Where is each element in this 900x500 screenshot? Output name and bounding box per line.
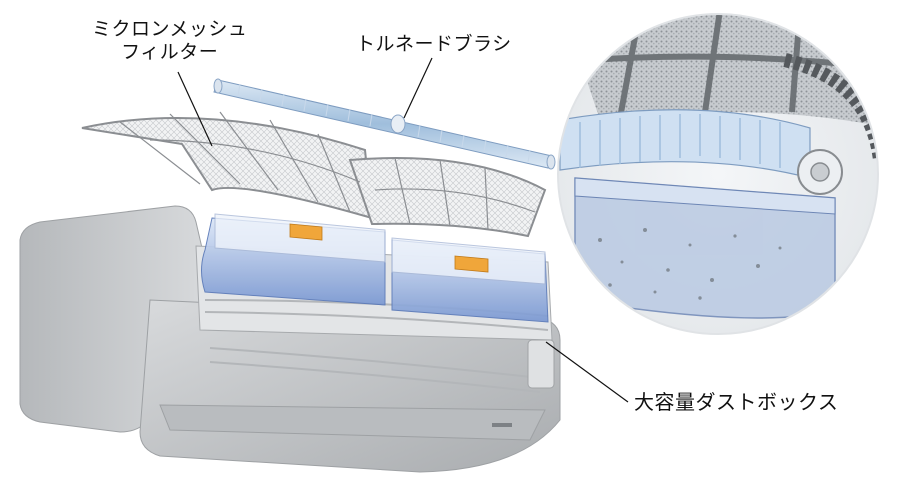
dust-box-assembly xyxy=(201,213,549,323)
dust-box-tab-right xyxy=(454,255,489,273)
dust-box-tab-left xyxy=(289,223,323,241)
label-micron-mesh-filter: ミクロンメッシュ フィルター xyxy=(92,18,247,64)
label-filter-line1: ミクロンメッシュ xyxy=(92,18,248,40)
filter-panel-right xyxy=(348,157,547,238)
label-dust-box: 大容量ダストボックス xyxy=(634,390,839,414)
zoom-brush-bristles xyxy=(579,114,781,168)
brand-mark xyxy=(492,423,512,427)
brush-end-cap-left xyxy=(213,78,223,94)
tornado-brush xyxy=(213,78,556,170)
brush-bristles xyxy=(237,83,531,163)
zoom-dusty-filter xyxy=(560,14,878,130)
leader-dust-box xyxy=(545,341,629,403)
brush-end-cap-right xyxy=(546,154,556,170)
unit-right-detail xyxy=(527,339,555,389)
unit-air-outlet xyxy=(159,404,546,441)
leader-filter xyxy=(177,71,213,147)
brush-center-joint xyxy=(390,114,406,134)
label-tornado-brush: トルネードブラシ xyxy=(356,33,512,55)
leader-brush xyxy=(403,57,433,119)
leader-lines xyxy=(177,57,629,403)
filter-panel-left xyxy=(81,117,374,220)
filter-ribs xyxy=(119,111,536,231)
label-filter-line2: フィルター xyxy=(121,41,219,63)
micron-mesh-filter xyxy=(81,111,547,238)
detail-zoom-circle xyxy=(557,13,879,335)
zoom-dust-particles xyxy=(598,228,782,300)
